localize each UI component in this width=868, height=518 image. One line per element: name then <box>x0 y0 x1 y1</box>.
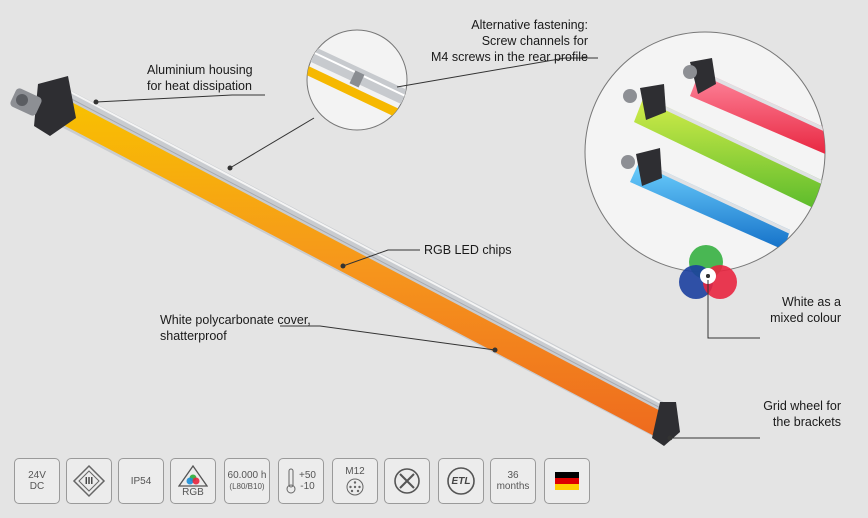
callout-fastening: Alternative fastening: Screw channels fo… <box>431 17 588 65</box>
grid-wheel <box>652 402 680 446</box>
ip54-icon: IP54 <box>118 458 164 504</box>
callout-housing: Aluminium housing for heat dissipation <box>147 62 253 94</box>
tube-highlight <box>62 87 675 411</box>
current-type-label: DC <box>29 481 45 492</box>
lifetime-60000h-icon: 60.000 h (L80/B10) <box>224 458 270 504</box>
etl-listed-icon: ETL <box>438 458 484 504</box>
protection-class-symbol: III <box>84 475 94 487</box>
color-mixing-diagram <box>679 245 737 299</box>
callout-grid-wheel-line2: the brackets <box>772 415 841 429</box>
voltage-label: 24V <box>28 470 46 481</box>
temperature-values: +50 -10 <box>299 470 316 492</box>
leader-dots <box>93 99 710 441</box>
rgb-triangle-shape <box>178 464 208 487</box>
callout-led-chips: RGB LED chips <box>424 242 512 258</box>
callout-housing-line2: for heat dissipation <box>147 79 252 93</box>
connector-label: M12 <box>345 465 365 477</box>
led-tube <box>48 86 675 440</box>
voltage-24v-dc-icon: 24V DC <box>14 458 60 504</box>
warranty-number-label: 36 <box>507 470 519 481</box>
lifetime-spec-label: (L80/B10) <box>229 482 265 491</box>
screw-channel-detail <box>306 29 408 131</box>
warranty-unit-label: months <box>496 481 530 492</box>
rgb-icon: RGB <box>170 458 216 504</box>
callout-cover-line2: shatterproof <box>160 329 227 343</box>
tube-profile-edge <box>61 93 673 415</box>
temperature-min-label: -10 <box>300 481 315 492</box>
warranty-36-months-icon: 36 months <box>490 458 536 504</box>
callout-fastening-line2: Screw channels for <box>481 34 588 48</box>
callout-white-mix-line1: White as a <box>781 295 841 309</box>
callout-grid-wheel: Grid wheel for the brackets <box>763 398 841 430</box>
m12-connector-icon: M12 <box>332 458 378 504</box>
temperature-range-icon: +50 -10 <box>278 458 324 504</box>
diamond-shape <box>72 464 106 498</box>
callout-led-chips-line1: RGB LED chips <box>424 243 512 257</box>
callout-white-mix: White as a mixed colour <box>770 294 841 326</box>
callout-housing-line1: Aluminium housing <box>147 63 253 77</box>
leader-lines <box>95 57 760 439</box>
lifetime-hours-label: 60.000 h <box>227 470 267 481</box>
callout-cover: White polycarbonate cover, shatterproof <box>160 312 311 344</box>
left-end-cap <box>10 76 76 136</box>
callout-cover-line1: White polycarbonate cover, <box>160 313 311 327</box>
germany-flag-icon <box>544 458 590 504</box>
callout-grid-wheel-line1: Grid wheel for <box>763 399 841 413</box>
thermometer-icon <box>286 468 296 494</box>
callout-white-mix-line2: mixed colour <box>770 311 841 325</box>
no-tools-icon <box>384 458 430 504</box>
callout-fastening-line3: M4 screws in the rear profile <box>430 50 588 64</box>
flag-de-icon <box>555 472 579 490</box>
temperature-max-label: +50 <box>299 470 316 481</box>
tools-crossed-icon <box>394 468 420 494</box>
tube-cover <box>50 96 670 438</box>
etl-circle-icon <box>447 467 475 495</box>
protection-class-iii-icon: III <box>66 458 112 504</box>
rgb-variants-detail <box>584 31 826 273</box>
rgb-label: RGB <box>182 486 204 498</box>
connector-pins-icon <box>346 478 364 495</box>
etl-symbol: ETL <box>451 475 471 487</box>
callout-fastening-line1: Alternative fastening: <box>471 18 588 32</box>
ip-rating-label: IP54 <box>130 475 152 487</box>
